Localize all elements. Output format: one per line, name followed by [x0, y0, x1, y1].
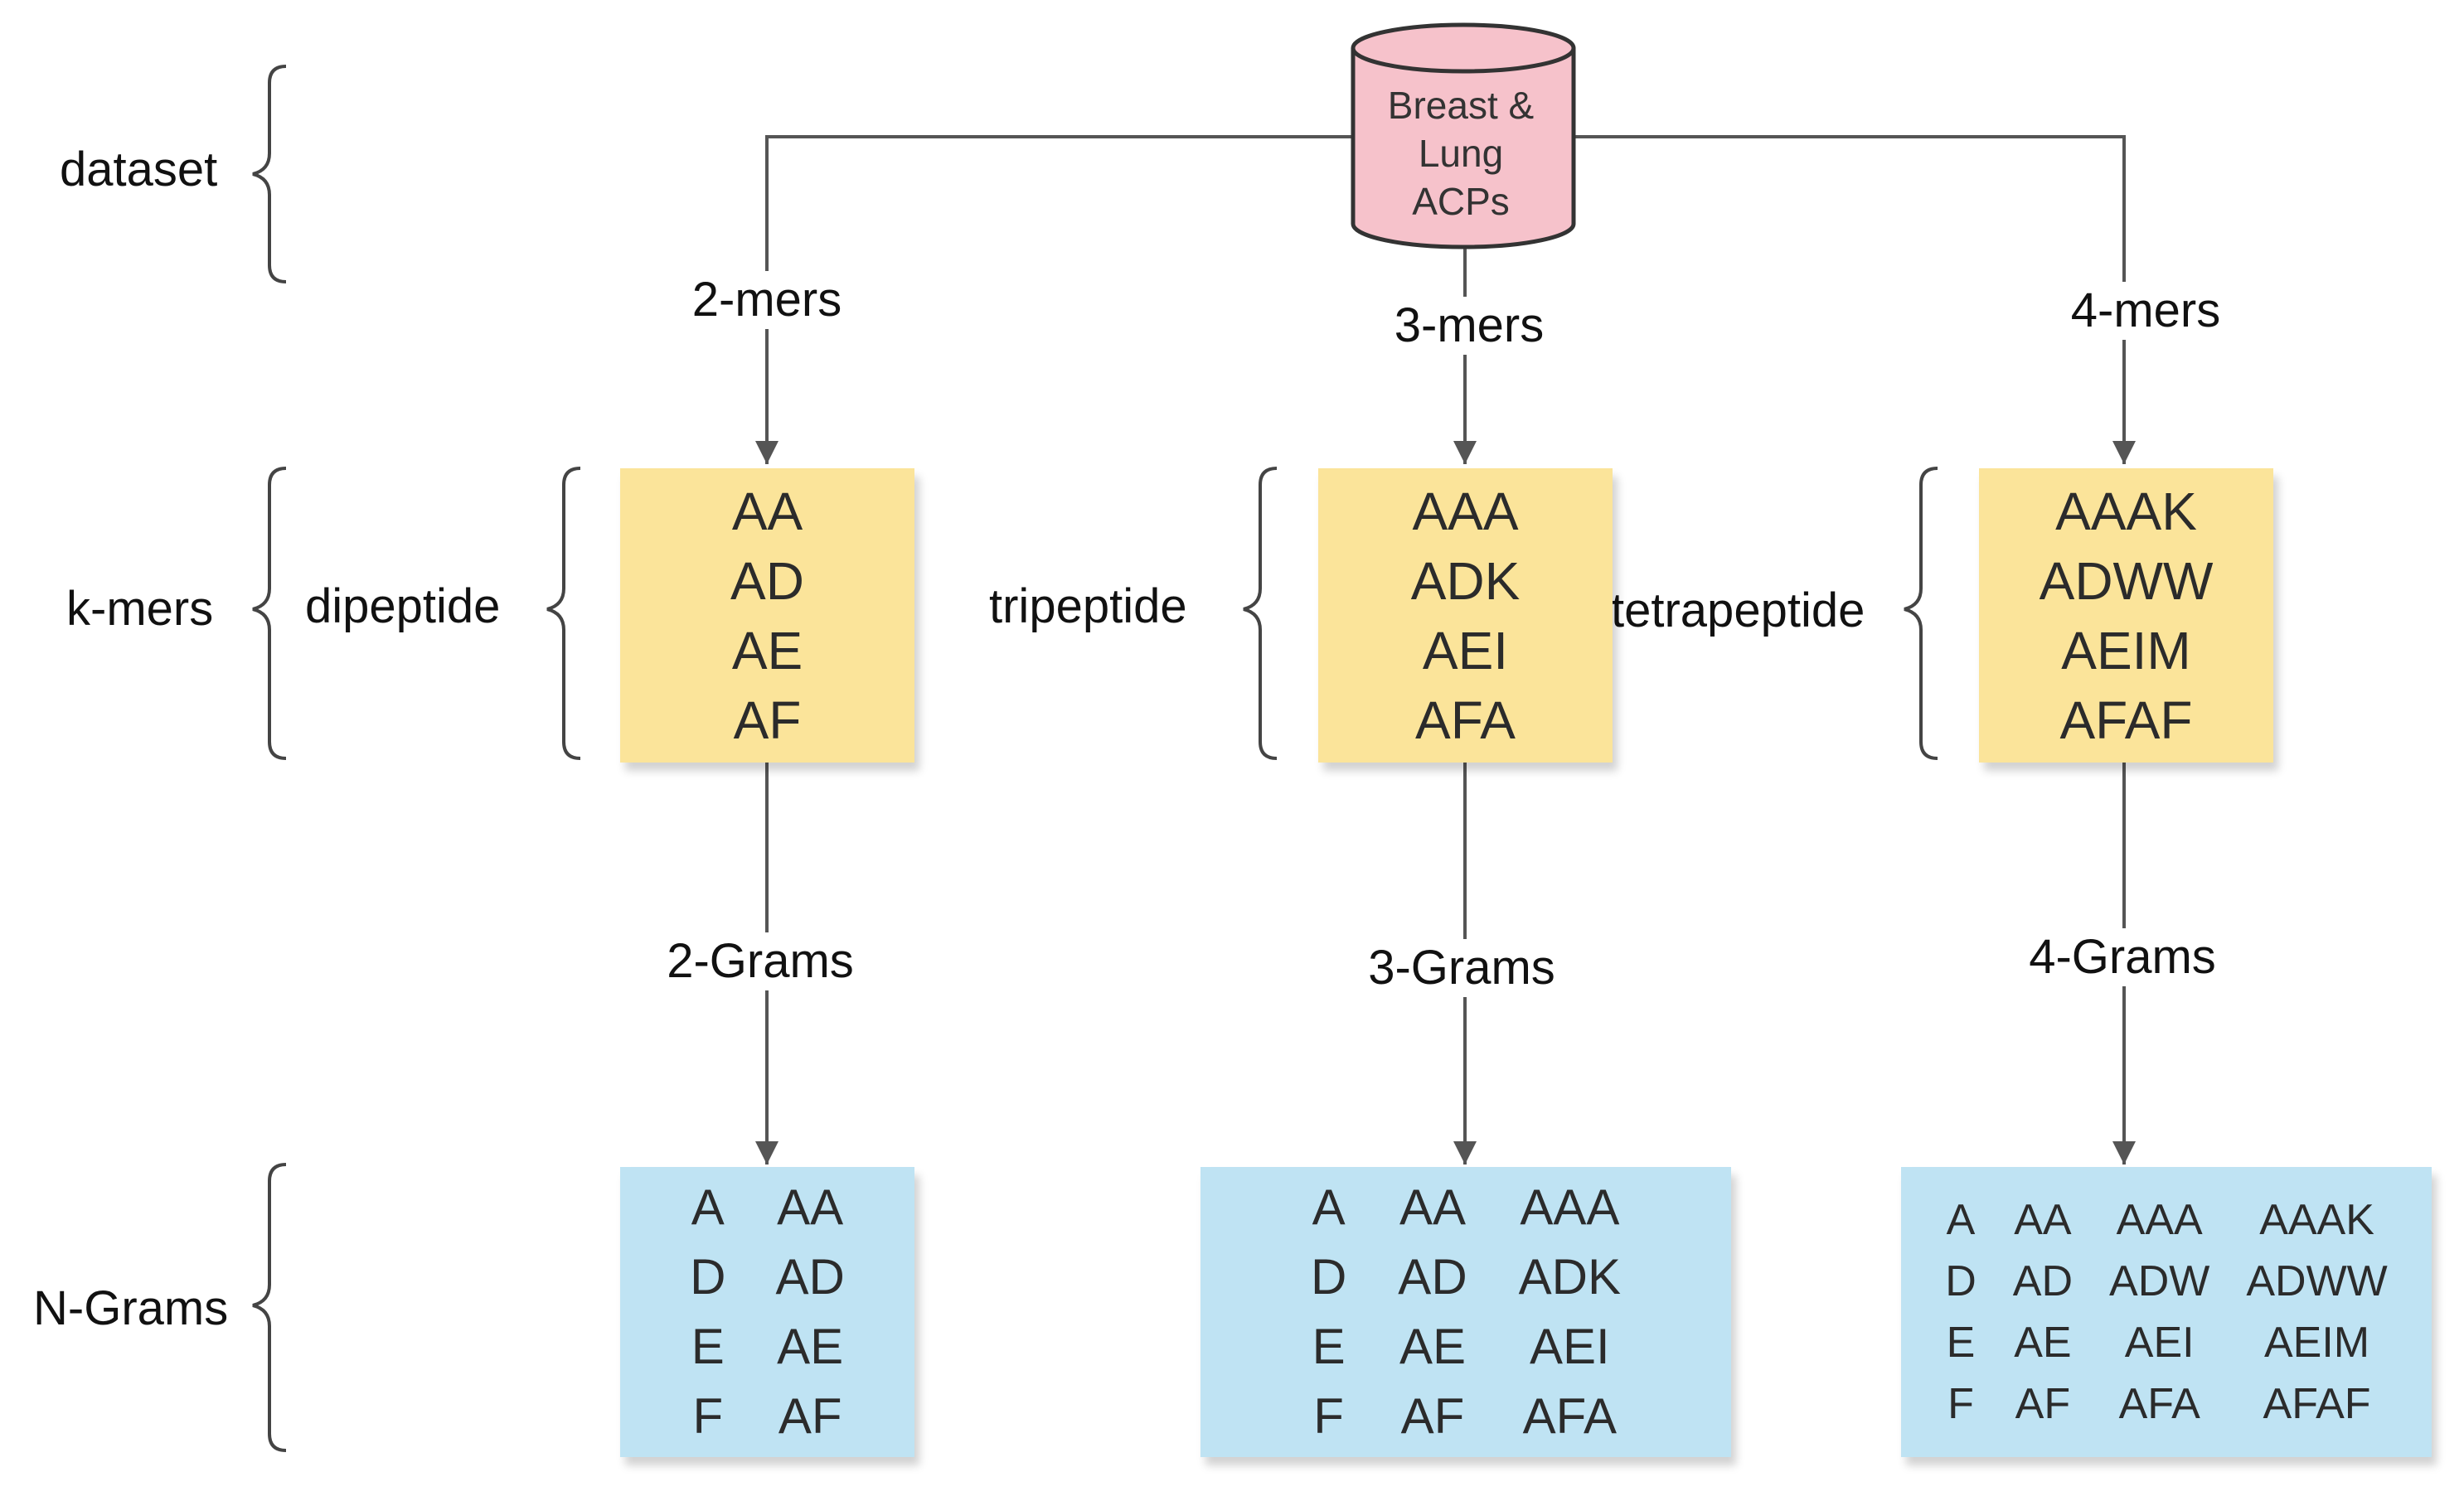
ngram-item: A [1312, 1179, 1346, 1235]
kmer-item: ADWW [2039, 550, 2214, 611]
ngram-item: AA [1399, 1179, 1466, 1235]
kmer-item: AEIM [2061, 620, 2191, 680]
kmer-item: ADK [1410, 550, 1521, 611]
type-label-tetrapeptide: tetrapeptide [1611, 583, 1865, 637]
ngram-item: D [1945, 1257, 1977, 1305]
ngram-item: AAAK [2259, 1196, 2374, 1244]
kmer-item: AA [731, 481, 803, 541]
edge-label-4grams: 4-Grams [2020, 928, 2224, 986]
ngram-item: E [691, 1319, 725, 1374]
ngram-item: AAA [1520, 1179, 1620, 1235]
ngram-column: AAA ADW AEI AFA [2109, 1189, 2209, 1435]
ngram-column: A D E F [1945, 1189, 1977, 1435]
kmer-note-dipeptide: AA AD AE AF [620, 468, 914, 763]
row-label-ngrams: N-Grams [33, 1281, 229, 1335]
ngram-item: AE [2014, 1319, 2072, 1367]
ngram-item: AD [2012, 1257, 2074, 1305]
ngram-column: AA AD AE AF [775, 1173, 844, 1451]
ngram-item: AEIM [2263, 1319, 2370, 1367]
ngram-item: AE [1399, 1319, 1466, 1374]
ngram-item: D [690, 1249, 726, 1305]
database-cylinder [1351, 22, 1576, 249]
kmer-item: AFA [1415, 690, 1516, 750]
ngram-item: AF [2015, 1380, 2071, 1428]
kmer-item: AD [730, 550, 804, 611]
kmer-item: AE [731, 620, 803, 680]
ngram-item: ADW [2109, 1257, 2210, 1305]
ngram-note-3grams: A D E F AA AD AE AF AAA ADK AEI AFA [1200, 1167, 1731, 1457]
ngram-column: A D E F [1311, 1173, 1346, 1451]
ngram-item: ADWW [2246, 1257, 2388, 1305]
kmer-item: AAAK [2055, 481, 2197, 541]
ngram-item: AE [777, 1319, 844, 1374]
ngram-item: AF [1400, 1388, 1465, 1444]
ngram-item: F [1947, 1380, 1974, 1428]
edge-label-3grams: 3-Grams [1360, 939, 1564, 997]
tripeptide-brace [1243, 467, 1278, 760]
ngram-item: AA [2014, 1196, 2072, 1244]
ngram-column: AAAK ADWW AEIM AFAF [2246, 1189, 2387, 1435]
ngram-item: ADK [1518, 1249, 1622, 1305]
ngram-item: F [692, 1388, 724, 1444]
edge-label-4mers: 4-mers [2062, 282, 2229, 340]
type-label-dipeptide: dipeptide [305, 579, 501, 633]
ngram-item: AEI [2124, 1319, 2195, 1367]
ngram-item: E [1312, 1319, 1346, 1374]
ngram-item: AFAF [2263, 1380, 2371, 1428]
ngram-item: D [1310, 1249, 1347, 1305]
connector-db-to-4mers [1575, 135, 2136, 464]
ngram-item: AD [775, 1249, 845, 1305]
edge-label-3mers: 3-mers [1385, 297, 1553, 355]
row-label-dataset: dataset [60, 143, 218, 196]
ngram-item: A [1946, 1196, 1976, 1244]
ngram-column: AA AD AE AF [2013, 1189, 2073, 1435]
ngram-item: AEI [1529, 1319, 1610, 1374]
kmer-item: AEI [1422, 620, 1509, 680]
ngram-note-2grams: A D E F AA AD AE AF [620, 1167, 914, 1457]
ngram-item: E [1946, 1319, 1976, 1367]
kmers-row-brace [252, 467, 287, 760]
edge-label-2grams: 2-Grams [658, 932, 862, 990]
ngram-item: AFA [2118, 1380, 2200, 1428]
kmer-item: AF [733, 690, 802, 750]
row-label-kmers: k-mers [66, 582, 214, 636]
ngram-item: AD [1398, 1249, 1467, 1305]
ngram-item: F [1313, 1388, 1344, 1444]
tetrapeptide-brace [1904, 467, 1938, 760]
ngram-item: A [691, 1179, 725, 1235]
ngram-column: AAA ADK AEI AFA [1519, 1173, 1621, 1451]
kmer-item: AFAF [2059, 690, 2193, 750]
edge-label-2mers: 2-mers [683, 271, 851, 329]
ngram-item: AA [777, 1179, 844, 1235]
ngrams-row-brace [252, 1163, 287, 1452]
ngram-column: AA AD AE AF [1398, 1173, 1467, 1451]
kmer-note-tripeptide: AAA ADK AEI AFA [1318, 468, 1613, 763]
ngram-note-4grams: A D E F AA AD AE AF AAA ADW AEI AFA AAAK… [1901, 1167, 2432, 1457]
kmer-note-tetrapeptide: AAAK ADWW AEIM AFAF [1979, 468, 2273, 763]
dipeptide-brace [546, 467, 581, 760]
connector-db-to-2mers [755, 135, 1360, 464]
database-label: Breast & Lung ACPs [1387, 84, 1535, 223]
ngram-column: A D E F [690, 1173, 725, 1451]
ngram-item: AFA [1522, 1388, 1618, 1444]
ngram-item: AF [778, 1388, 842, 1444]
ngram-item: AAA [2116, 1196, 2203, 1244]
type-label-tripeptide: tripeptide [989, 579, 1187, 633]
kmer-item: AAA [1412, 481, 1519, 541]
dataset-brace [252, 65, 287, 283]
